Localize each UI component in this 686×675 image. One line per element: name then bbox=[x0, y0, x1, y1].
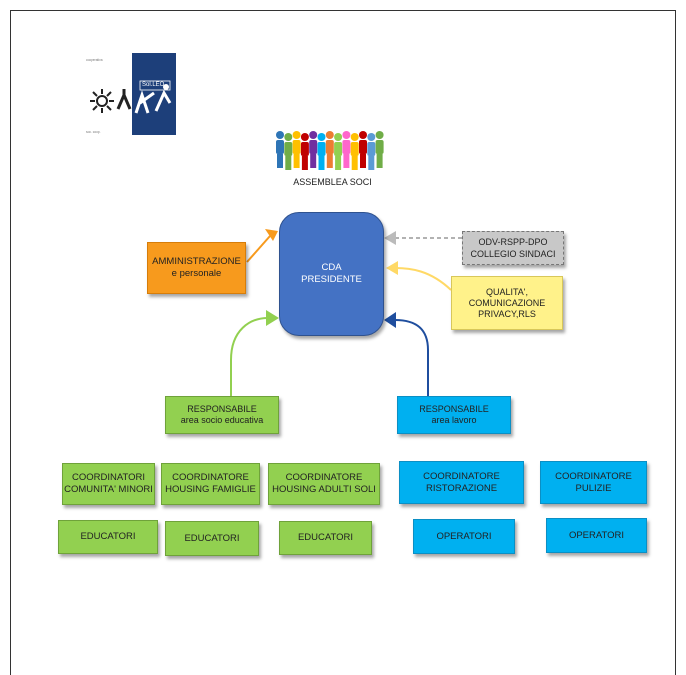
quality-line2: COMUNICAZIONE bbox=[468, 297, 546, 308]
assembly-label-text: ASSEMBLEA SOCI bbox=[293, 177, 372, 187]
coordinator-line1: COORDINATORE bbox=[172, 472, 249, 483]
logo-brand: Sol.LEO bbox=[142, 82, 165, 88]
staff-label: EDUCATORI bbox=[184, 532, 240, 544]
cda-line1: CDA bbox=[321, 262, 342, 273]
assembly-group bbox=[275, 128, 387, 174]
odv-box: ODV-RSPP-DPO COLLEGIO SINDACI bbox=[462, 231, 564, 265]
resp-socio-line1: RESPONSABILE bbox=[187, 404, 257, 414]
coordinator-line1: COORDINATORE bbox=[555, 470, 632, 482]
person-figure bbox=[317, 133, 326, 170]
cda-box: CDA PRESIDENTE bbox=[279, 212, 384, 336]
person-figure bbox=[309, 131, 318, 168]
logo-graphic: cooperativa soc. coop. bbox=[84, 53, 176, 135]
coordinator-comunita-minori: COORDINATORI COMUNITA' MINORI bbox=[62, 463, 155, 505]
admin-line2: e personale bbox=[171, 268, 222, 279]
quality-box: QUALITA', COMUNICAZIONE PRIVACY,RLS bbox=[451, 276, 563, 330]
person-figure bbox=[300, 133, 309, 170]
coordinator-line2: HOUSING ADULTI SOLI bbox=[272, 484, 376, 495]
svg-text:soc. coop.: soc. coop. bbox=[86, 130, 101, 134]
coordinator-line1: COORDINATORI bbox=[71, 472, 145, 483]
resp-lavoro-line1: RESPONSABILE bbox=[419, 404, 489, 414]
resp-lavoro-box: RESPONSABILE area lavoro bbox=[397, 396, 511, 434]
coordinator-housing-adulti-soli: COORDINATORE HOUSING ADULTI SOLI bbox=[268, 463, 380, 505]
person-figure bbox=[367, 133, 376, 170]
staff-educatori-1: EDUCATORI bbox=[58, 520, 158, 554]
resp-socio-box: RESPONSABILE area socio educativa bbox=[165, 396, 279, 434]
quality-line1: QUALITA', bbox=[485, 286, 529, 297]
person-figure bbox=[284, 133, 293, 170]
people-group-icon bbox=[276, 131, 384, 170]
assembly-label: ASSEMBLEA SOCI bbox=[280, 175, 385, 189]
coordinator-line2: PULIZIE bbox=[575, 482, 612, 494]
staff-label: EDUCATORI bbox=[80, 531, 136, 542]
person-figure bbox=[342, 131, 351, 168]
coordinator-ristorazione: COORDINATORE RISTORAZIONE bbox=[399, 461, 524, 504]
logo: cooperativa soc. coop. Sol.LEO bbox=[84, 53, 176, 135]
person-figure bbox=[350, 133, 359, 170]
person-figure bbox=[334, 133, 343, 170]
staff-operatori-2: OPERATORI bbox=[546, 518, 647, 553]
quality-line3: PRIVACY,RLS bbox=[478, 308, 536, 319]
coordinator-line2: HOUSING FAMIGLIE bbox=[165, 484, 256, 495]
page-frame bbox=[10, 10, 676, 675]
staff-label: OPERATORI bbox=[568, 529, 625, 541]
cda-line2: PRESIDENTE bbox=[301, 274, 362, 285]
staff-label: OPERATORI bbox=[436, 530, 492, 542]
resp-lavoro-line2: area lavoro bbox=[431, 415, 477, 425]
person-figure bbox=[375, 131, 384, 168]
coordinator-pulizie: COORDINATORE PULIZIE bbox=[540, 461, 647, 504]
admin-box: AMMINISTRAZIONE e personale bbox=[147, 242, 246, 294]
coordinator-line1: COORDINATORE bbox=[285, 472, 363, 483]
person-figure bbox=[276, 131, 284, 168]
staff-operatori-1: OPERATORI bbox=[413, 519, 515, 554]
resp-socio-line2: area socio educativa bbox=[180, 415, 264, 425]
svg-text:cooperativa: cooperativa bbox=[86, 58, 103, 62]
coordinator-line1: COORDINATORE bbox=[423, 470, 500, 482]
staff-label: EDUCATORI bbox=[297, 532, 354, 543]
admin-line1: AMMINISTRAZIONE bbox=[152, 256, 241, 267]
person-figure bbox=[292, 131, 301, 168]
person-figure bbox=[359, 131, 367, 168]
staff-educatori-3: EDUCATORI bbox=[279, 521, 372, 555]
odv-line1: ODV-RSPP-DPO bbox=[478, 237, 548, 247]
coordinator-line2: RISTORAZIONE bbox=[425, 482, 498, 494]
odv-line2: COLLEGIO SINDACI bbox=[470, 249, 556, 259]
staff-educatori-2: EDUCATORI bbox=[165, 521, 259, 556]
coordinator-housing-famiglie: COORDINATORE HOUSING FAMIGLIE bbox=[161, 463, 260, 505]
coordinator-line2: COMUNITA' MINORI bbox=[64, 484, 153, 495]
person-figure bbox=[325, 131, 334, 168]
